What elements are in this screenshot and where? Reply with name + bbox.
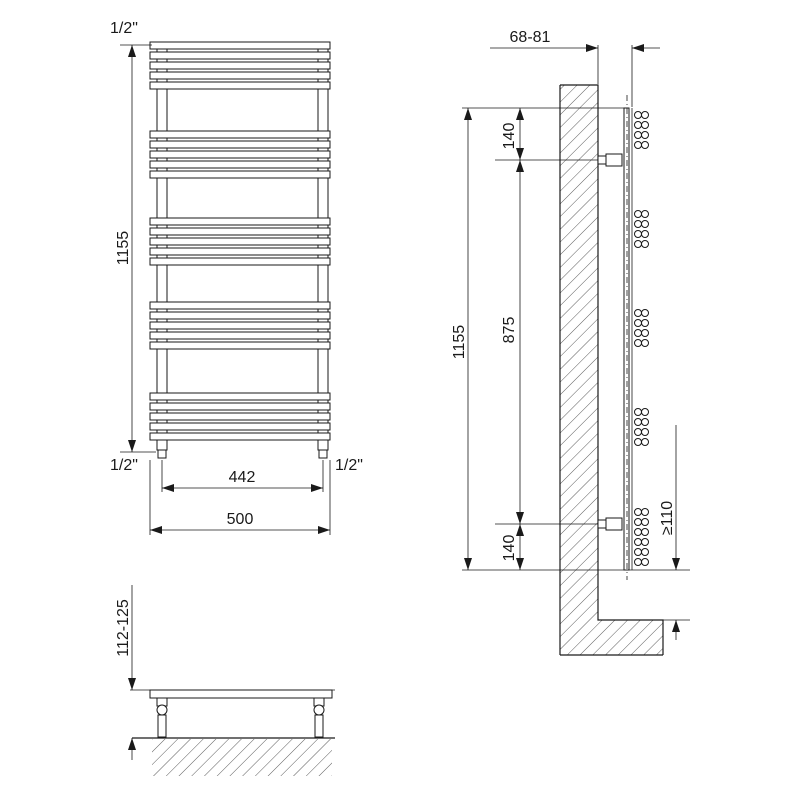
top-bracket xyxy=(597,153,623,167)
height-side-label: 1155 xyxy=(451,325,468,360)
height-front-label: 1155 xyxy=(115,231,132,266)
radiator-top-view xyxy=(149,689,333,699)
rung-group-3 xyxy=(149,217,331,266)
rung-group-1 xyxy=(149,41,331,90)
total-width-label: 500 xyxy=(227,511,254,528)
floor-clearance-label: ≥110 xyxy=(659,501,676,535)
left-connection xyxy=(157,449,167,459)
left-valve xyxy=(156,697,168,738)
radiator-side-profile xyxy=(623,107,630,571)
front-view: 1155 1/2" 1/2" 1/2" 442 500 xyxy=(110,20,363,535)
thread-top-left-label: 1/2" xyxy=(110,20,138,37)
inner-width-label: 442 xyxy=(229,469,256,486)
thread-bottom-left-label: 1/2" xyxy=(110,457,138,474)
wall-depth-label: 68-81 xyxy=(510,29,551,46)
rung-group-5 xyxy=(149,392,331,441)
axis-distance-label: 875 xyxy=(501,317,518,344)
floor-hatch xyxy=(152,739,332,776)
right-valve xyxy=(313,697,325,738)
bottom-bracket xyxy=(597,517,623,531)
bottom-offset-label: 140 xyxy=(501,535,518,562)
pipe-height-label: 112-125 xyxy=(115,599,132,657)
rung-group-4 xyxy=(149,301,331,350)
rung-profiles xyxy=(634,111,649,566)
side-view: 68-81 1155 140 875 140 ≥110 xyxy=(451,29,690,656)
top-view: 112-125 xyxy=(115,585,335,776)
top-offset-label: 140 xyxy=(501,123,518,150)
wall-hatch xyxy=(560,85,663,655)
rung-group-2 xyxy=(149,130,331,179)
thread-bottom-right-label: 1/2" xyxy=(335,457,363,474)
right-connection xyxy=(318,449,328,459)
